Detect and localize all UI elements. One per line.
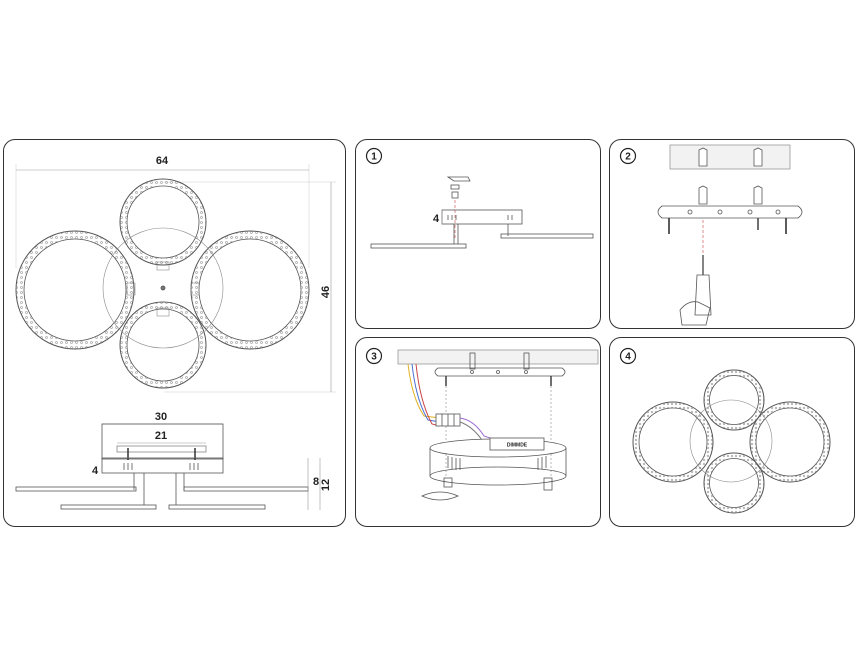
body-height-dimension: 8 <box>313 476 319 488</box>
step-2-drawing: 2 <box>619 144 803 326</box>
total-height-dimension: 12 <box>320 479 332 491</box>
step-1-badge <box>365 147 383 165</box>
step-2-number: 2 <box>625 152 631 163</box>
step-4-panel: 4 <box>609 337 855 527</box>
dimension-panel: 64 46 <box>3 139 346 527</box>
step-1-parts <box>370 176 594 249</box>
step-3-drawing: 3 <box>365 347 599 501</box>
step-1-drawing: 1 4 <box>365 147 594 249</box>
step-4-badge <box>619 347 637 365</box>
step-3-badge <box>365 347 383 365</box>
step-3-number: 3 <box>371 352 377 363</box>
width-dimension: 64 <box>156 155 169 167</box>
dimension-drawing: 64 46 <box>15 155 336 510</box>
base-width-dimension: 30 <box>155 411 167 423</box>
step-3-panel: 3 <box>355 337 601 527</box>
rings-top-view <box>15 178 310 389</box>
driver-label: DIMMDE <box>507 443 528 449</box>
step-4-drawing: 4 <box>619 347 831 514</box>
height-dimension: 46 <box>320 286 332 298</box>
step-2-badge <box>619 147 637 165</box>
side-view <box>15 423 309 510</box>
step-3-parts <box>397 349 599 501</box>
base-height-dimension: 4 <box>92 465 99 477</box>
step-2-panel: 2 <box>609 139 855 329</box>
step-1-panel: 1 4 <box>355 139 601 329</box>
mount-width-dimension: 21 <box>155 430 167 442</box>
step-2-parts <box>657 144 803 326</box>
step-4-number: 4 <box>625 352 631 363</box>
step-4-rings <box>632 369 831 514</box>
step-1-number: 1 <box>371 152 377 163</box>
step-1-dimension: 4 <box>433 213 440 225</box>
